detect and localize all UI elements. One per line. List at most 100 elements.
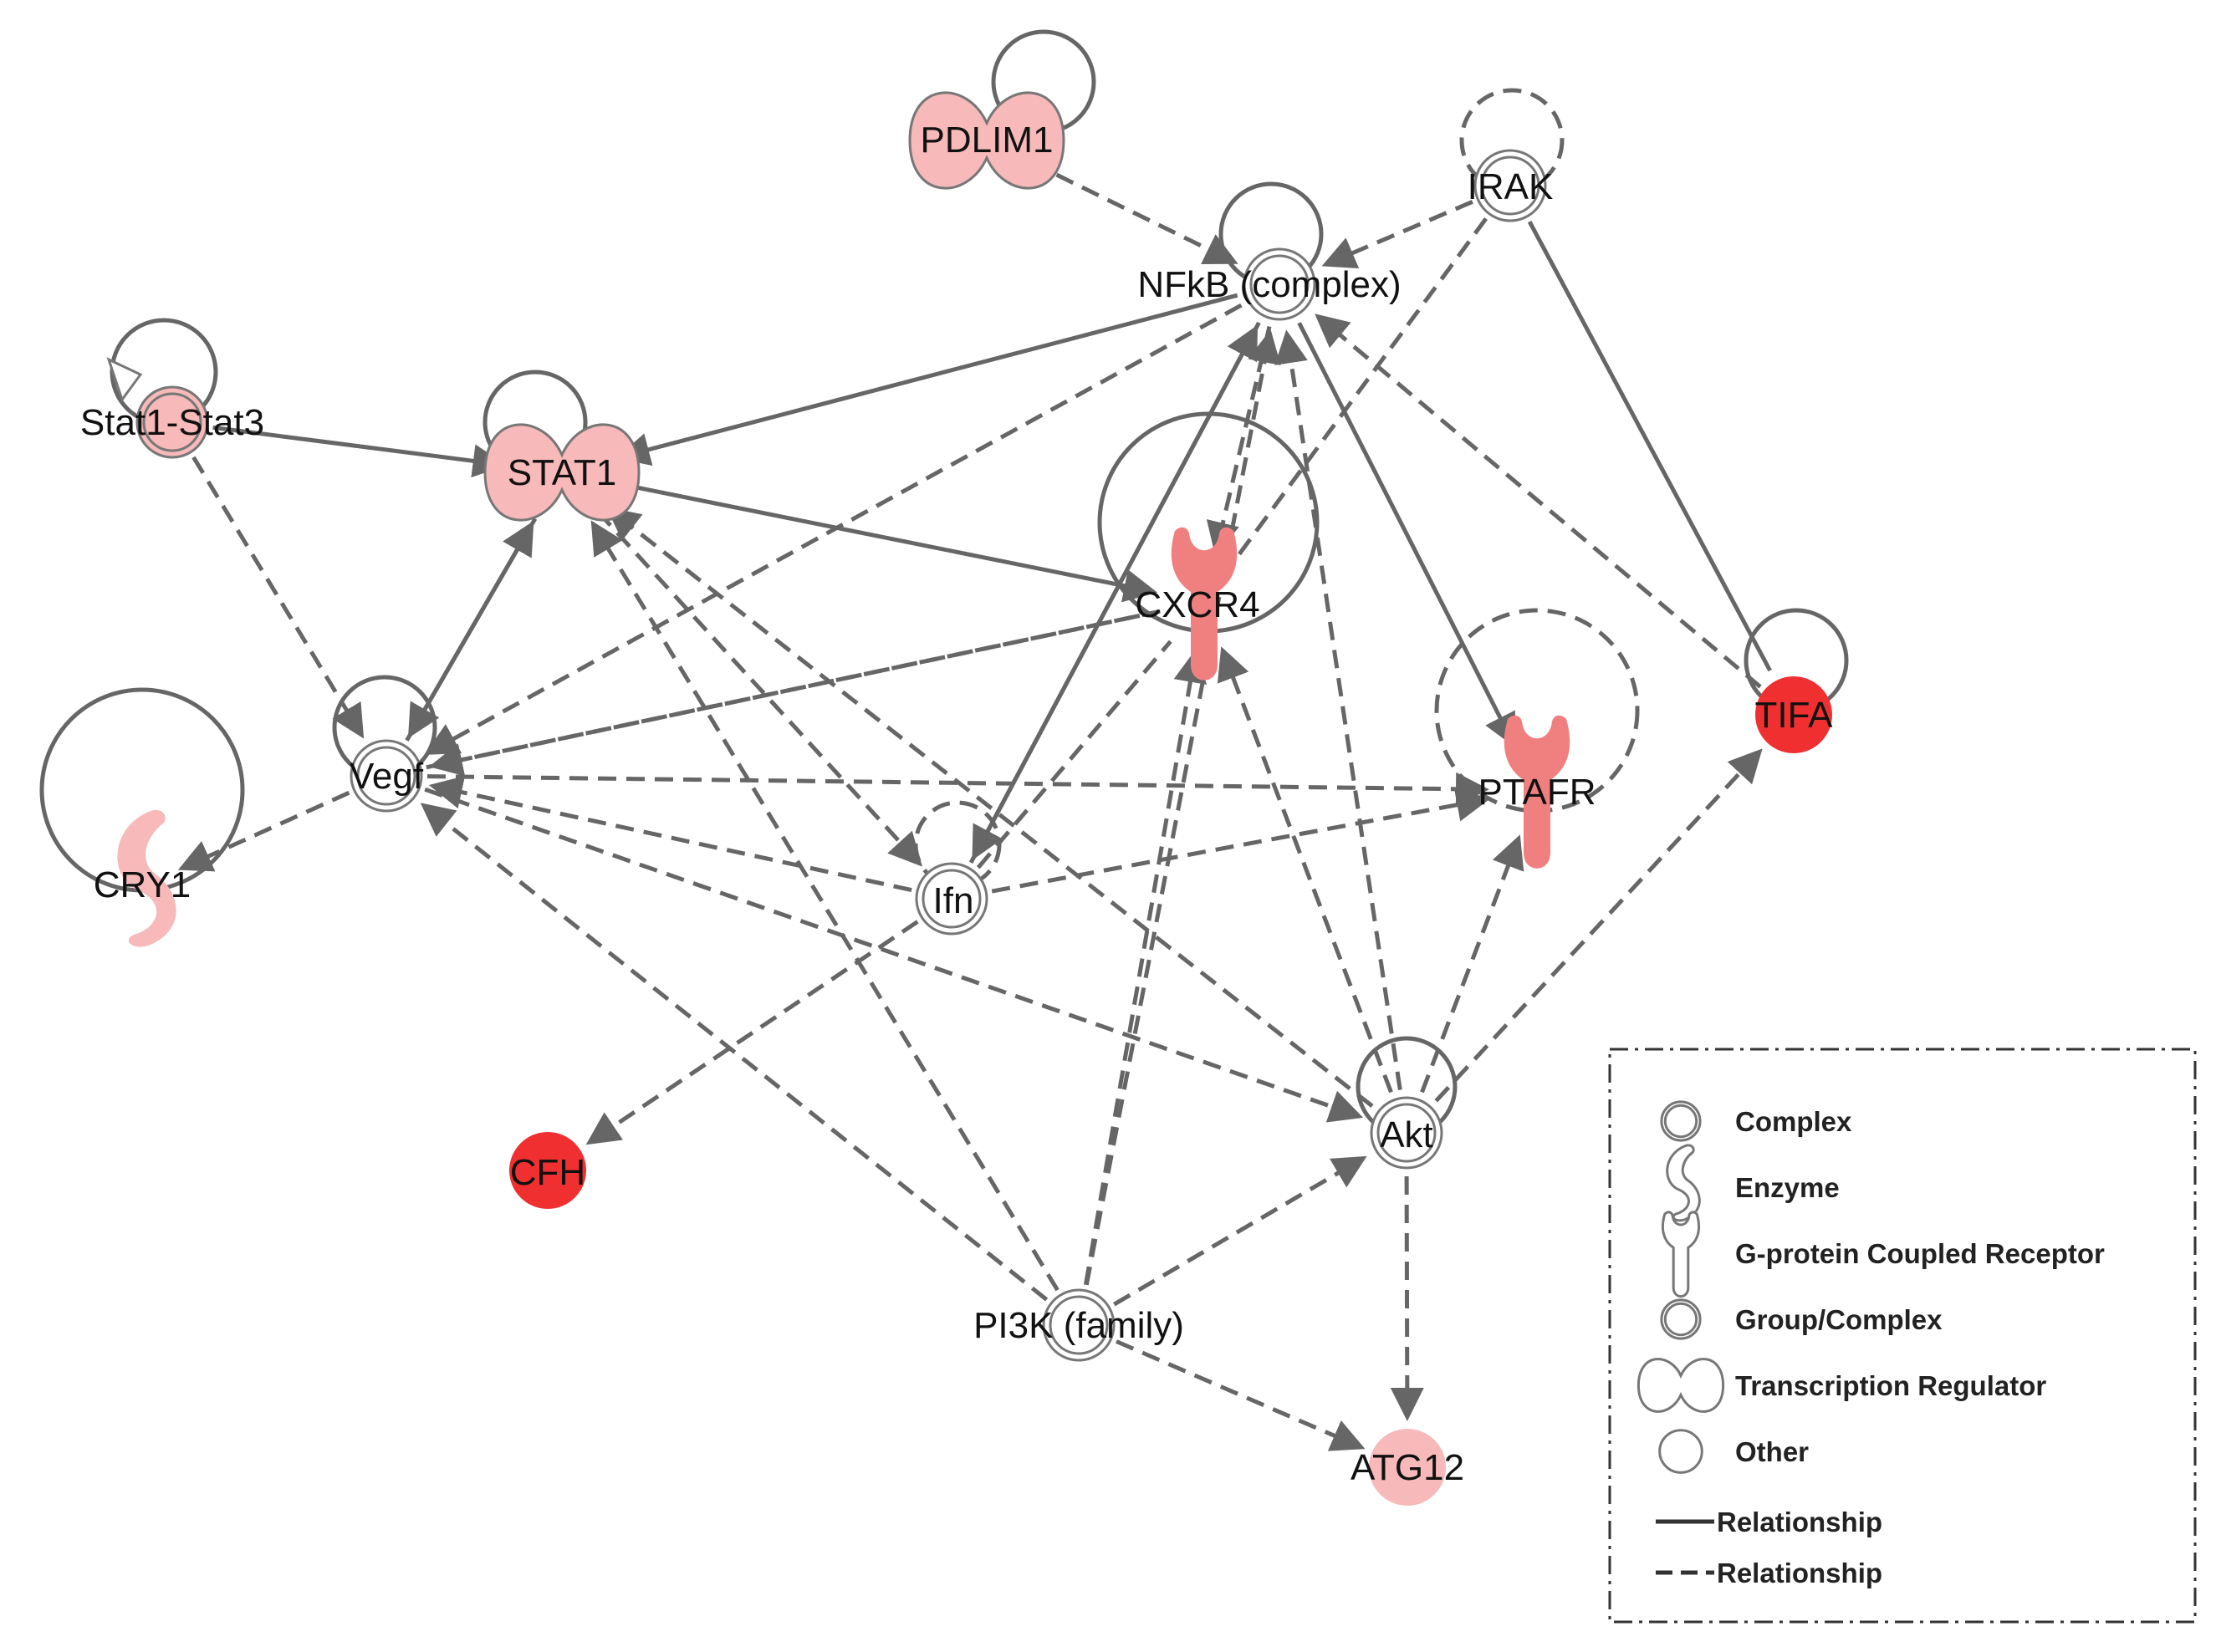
node-ptafr-label: PTAFR [1478,772,1596,813]
node-stat13[interactable]: Stat1-Stat3 [80,385,264,459]
node-ifn-label: Ifn [933,880,974,921]
node-stat13-label: Stat1-Stat3 [80,402,264,443]
node-vegf-outer [350,739,423,813]
node-ifn-inner [922,869,982,929]
node-nfkb-label: NFkB (complex) [1137,264,1401,305]
node-pi3k[interactable]: PI3K (family) [973,1288,1184,1362]
node-tifa[interactable]: TIFA [1755,676,1834,753]
node-pdlim1[interactable]: PDLIM1 [908,91,1065,190]
edge-pdlim1-to-nfkb [1029,160,1238,265]
edge-irak-to-nfkb [1321,200,1473,269]
legend-label-0: Complex [1735,1106,1852,1137]
edge-akt-to-stat1 [605,507,1374,1108]
edge-pi3k-to-atg12 [1116,1339,1366,1451]
node-stat1[interactable]: STAT1 [483,423,641,522]
node-vegf-label: Vegf [350,756,424,797]
legend-group-icon [1660,1298,1702,1340]
node-atg12-circle [1369,1429,1446,1506]
legend-item-gpcr: G-protein Coupled Receptor [1661,1211,2105,1298]
node-pi3k-label: PI3K (family) [973,1305,1184,1346]
edge-pi3k-to-cxcr4 [1083,649,1208,1286]
node-akt[interactable]: Akt [1370,1096,1443,1170]
node-cfh-circle [509,1132,586,1209]
legend-complex-icon-inner [1663,1104,1698,1139]
legend-transcription-regulator-icon-body [1636,1358,1725,1413]
node-stat1-label: STAT1 [508,452,616,493]
edge-stat13-to-vegf [191,456,365,739]
legend-label-7: Relationship [1717,1558,1882,1588]
node-akt-label: Akt [1380,1114,1433,1155]
node-cxcr4-label: CXCR4 [1135,584,1259,625]
legend-item-transcription-regulator: Transcription Regulator [1636,1358,2046,1413]
legend-item-enzyme: Enzyme [1666,1144,1840,1222]
edge-pi3k-to-vegf [420,803,1049,1302]
edge-nfkb-to-cxcr4 [1206,326,1272,556]
legend-item-dashed-line: Relationship [1656,1558,1882,1588]
node-atg12[interactable]: ATG12 [1351,1429,1464,1506]
edge-ifn-to-vegf [428,775,912,893]
edge-vegf-to-ptafr [426,772,1489,806]
node-tifa-label: TIFA [1755,695,1834,736]
edge-stat1-to-ifn [596,510,922,867]
node-nfkb-outer [1243,247,1316,321]
legend-label-2: G-protein Coupled Receptor [1735,1238,2105,1269]
edge-nfkb-to-stat1 [615,293,1238,467]
legend-transcription-regulator-icon [1636,1358,1725,1413]
node-cfh[interactable]: CFH [509,1132,586,1209]
node-tifa-circle [1755,676,1832,753]
edge-vegf-to-akt [424,787,1364,1123]
legend-item-solid-line: Relationship [1656,1507,1882,1537]
node-irak[interactable]: IRAK [1468,149,1554,222]
edge-vegf-to-cry1 [177,790,350,872]
node-cfh-label: CFH [510,1152,585,1193]
node-akt-outer [1370,1096,1443,1170]
node-stat13-inner [142,392,202,452]
open-triangle-marker [106,357,143,403]
legend-label-1: Enzyme [1735,1172,1840,1203]
node-cry1[interactable]: CRY1 [94,809,191,947]
legend-complex-icon-outer [1660,1100,1702,1142]
edge-stat1-to-cxcr4 [614,481,1158,603]
legend-group-icon-inner [1663,1302,1698,1337]
edge-pi3k-to-nfkb [1084,329,1281,1286]
edge-pi3k-to-akt [1113,1155,1367,1307]
legend-label-6: Relationship [1717,1507,1882,1537]
legend-other-icon [1658,1429,1703,1474]
node-pi3k-inner [1049,1295,1109,1355]
edge-vegf-to-cxcr4 [426,610,1154,770]
legend-enzyme-icon [1666,1144,1701,1222]
edge-akt-to-tifa [1434,748,1763,1103]
edge-pi3k-to-stat1 [590,520,1059,1292]
node-pdlim1-label: PDLIM1 [921,120,1054,161]
legend-gpcr-icon [1661,1211,1701,1298]
node-irak-inner [1480,156,1540,216]
edge-akt-to-ptafr [1420,834,1524,1094]
node-ptafr-body [1504,715,1570,869]
legend-item-complex: Complex [1660,1100,1852,1142]
edge-irak-to-tifa [1527,221,1772,672]
legend-enzyme-icon-body [1666,1144,1701,1222]
edges [177,160,1772,1451]
node-ifn[interactable]: Ifn [915,862,988,936]
legend-item-other: Other [1658,1429,1809,1474]
node-nfkb[interactable]: NFkB (complex) [1137,247,1402,321]
edge-ifn-to-cxcr4 [976,640,1172,869]
legend-label-5: Other [1735,1436,1809,1467]
node-cxcr4[interactable]: CXCR4 [1135,527,1260,681]
edge-akt-to-cxcr4 [1217,646,1393,1094]
legend-label-4: Transcription Regulator [1735,1370,2046,1401]
node-cry1-body [117,809,176,947]
node-akt-inner [1376,1103,1437,1163]
node-irak-outer [1473,149,1547,222]
legend-item-group: Group/Complex [1660,1298,1943,1340]
legend-group-icon-outer [1660,1298,1702,1340]
node-vegf[interactable]: Vegf [350,739,424,813]
legend-label-3: Group/Complex [1735,1304,1943,1335]
self-loop-irak [1459,88,1565,193]
node-ifn-outer [915,862,988,936]
node-ptafr[interactable]: PTAFR [1478,715,1596,869]
